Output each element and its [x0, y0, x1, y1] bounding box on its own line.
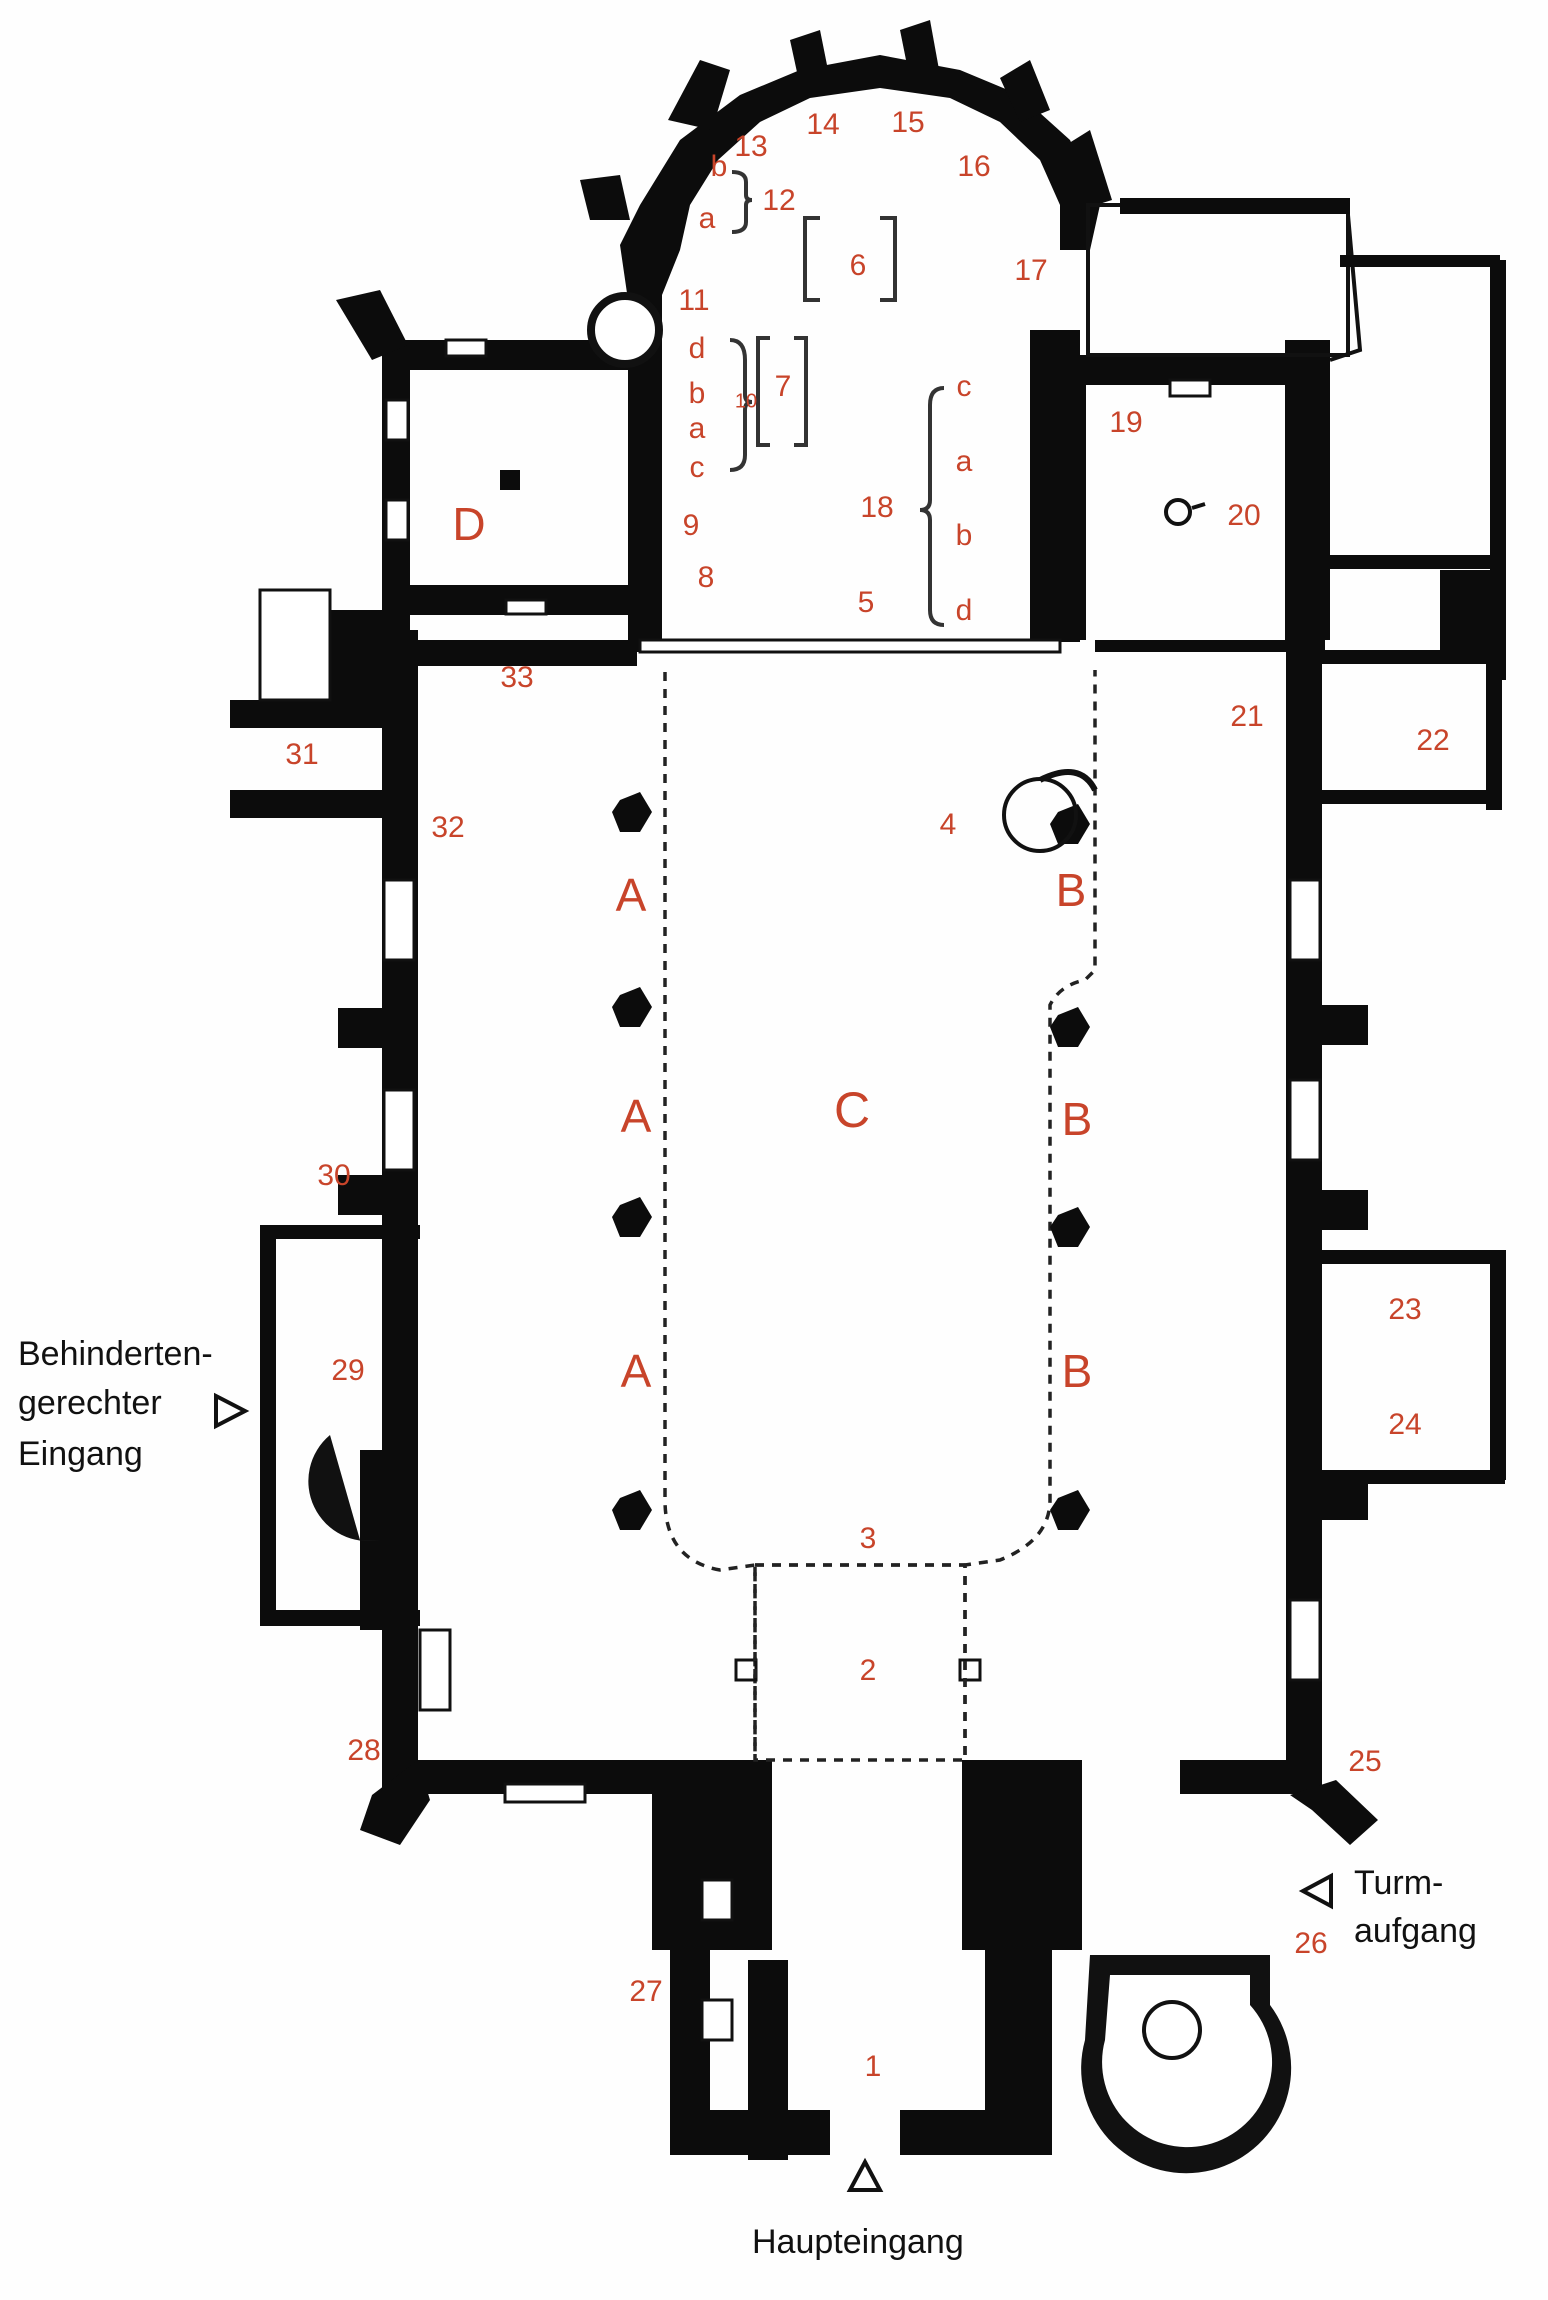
label-9: 9: [683, 509, 700, 542]
choir-screen: [638, 638, 1062, 654]
label-32: 32: [431, 811, 464, 844]
note-accessible-1: Behinderten-: [18, 1335, 213, 1373]
sub-10-b: b: [689, 377, 706, 410]
label-25: 25: [1348, 1745, 1381, 1778]
label-29: 29: [331, 1354, 364, 1387]
label-21: 21: [1230, 700, 1263, 733]
triangle-outline-icon: [1298, 1872, 1333, 1910]
label-18: 18: [860, 491, 893, 524]
bracket-7: [756, 336, 808, 447]
pillar: [1050, 1207, 1090, 1247]
sub-10-d: d: [689, 332, 706, 365]
font-right: [958, 1658, 982, 1682]
note-tower-2: aufgang: [1354, 1912, 1477, 1950]
label-13: 13: [734, 130, 767, 163]
pew-area-outline: [663, 670, 1097, 1755]
label-16: 16: [957, 150, 990, 183]
area-B-3: B: [1062, 1345, 1093, 1397]
bracket-6: [803, 216, 897, 302]
area-letters: A A A B B B C D: [452, 498, 1092, 1397]
sub-18-b: b: [956, 519, 973, 552]
baptismal-font-icon: [1164, 498, 1206, 526]
area-A-1: A: [616, 869, 647, 921]
brace-12: [731, 170, 753, 234]
area-C: C: [834, 1082, 870, 1138]
label-28: 28: [347, 1734, 380, 1767]
label-31: 31: [285, 738, 318, 771]
label-2: 2: [860, 1654, 877, 1687]
pulpit-stair: [1038, 769, 1098, 792]
area-A-2: A: [621, 1090, 652, 1142]
note-main-entrance: Haupteingang: [752, 2223, 964, 2261]
sub-10-a: a: [689, 412, 706, 445]
pillar: [612, 1197, 652, 1237]
sub-10-c: c: [690, 451, 705, 484]
pillar: [1050, 1490, 1090, 1530]
label-24: 24: [1388, 1408, 1421, 1441]
label-12: 12: [762, 184, 795, 217]
pillars: [612, 792, 1090, 1530]
spiral-stair-choir: [587, 292, 663, 368]
annotations: Behinderten- gerechter Eingang Turm- auf…: [18, 1335, 1477, 2261]
narthex-outline: [753, 1563, 967, 1762]
label-27: 27: [629, 1975, 662, 2008]
sub-12-a: a: [699, 202, 716, 235]
label-6: 6: [850, 249, 867, 282]
pillar: [1050, 1007, 1090, 1047]
label-33: 33: [500, 661, 533, 694]
label-5: 5: [858, 586, 875, 619]
label-8: 8: [698, 561, 715, 594]
pillar: [612, 1490, 652, 1530]
label-19: 19: [1109, 406, 1142, 439]
brace-18: [919, 386, 945, 627]
pillar: [1050, 804, 1090, 844]
label-30: 30: [317, 1159, 350, 1192]
number-labels: 1 2 3 4 5 6 7 8 9 10 11 12 13 14 15 16 1…: [285, 106, 1449, 2083]
font-left: [734, 1658, 758, 1682]
label-20: 20: [1227, 499, 1260, 532]
sub-12-b: b: [711, 150, 728, 183]
area-D: D: [452, 498, 485, 550]
label-17: 17: [1014, 254, 1047, 287]
spiral-stair-29: [308, 1435, 380, 1542]
note-accessible-3: Eingang: [18, 1435, 143, 1473]
pillar: [612, 987, 652, 1027]
triangle-outline-icon: [214, 1392, 250, 1430]
label-10: 10: [735, 390, 757, 412]
label-4: 4: [940, 808, 957, 841]
note-tower-1: Turm-: [1354, 1864, 1443, 1902]
brace-10: [729, 338, 753, 472]
label-26: 26: [1294, 1927, 1327, 1960]
sub-18-a: a: [956, 445, 973, 478]
label-1: 1: [865, 2050, 882, 2083]
area-A-3: A: [621, 1345, 652, 1397]
label-22: 22: [1416, 724, 1449, 757]
windows: [382, 338, 1322, 2042]
area-B-2: B: [1062, 1093, 1093, 1145]
area-B-1: B: [1056, 864, 1087, 916]
sub-18-d: d: [956, 594, 973, 627]
pillar: [612, 792, 652, 832]
note-accessible-2: gerechter: [18, 1384, 162, 1422]
triangle-outline-icon: [846, 2157, 884, 2192]
label-3: 3: [860, 1522, 877, 1555]
label-15: 15: [891, 106, 924, 139]
sub-letters: b a d b a c c a b d: [689, 150, 973, 627]
label-11: 11: [678, 284, 709, 317]
stair-31: [258, 588, 332, 702]
label-7: 7: [775, 370, 792, 403]
label-23: 23: [1388, 1293, 1421, 1326]
spiral-stair-tower: [1081, 1955, 1292, 2174]
label-14: 14: [806, 108, 839, 141]
sub-18-c: c: [957, 370, 972, 403]
